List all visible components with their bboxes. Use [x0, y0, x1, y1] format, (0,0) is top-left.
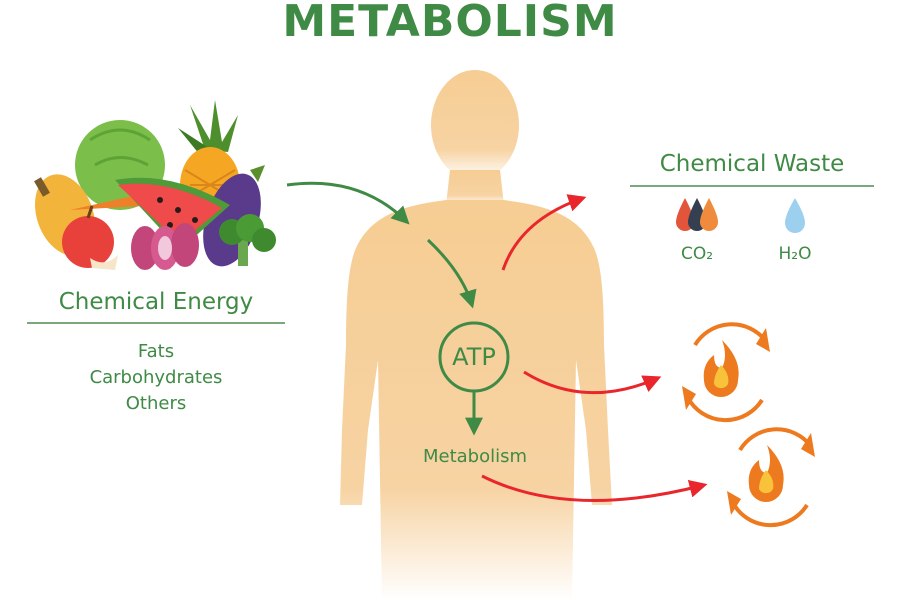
flame-drops-icon — [676, 198, 718, 231]
chemical-waste-heading: Chemical Waste — [659, 151, 845, 177]
water-drop-icon — [785, 198, 805, 233]
energy-item-fats: Fats — [137, 341, 175, 362]
body-to-atp-arrow — [426, 238, 477, 309]
food-to-body-arrow — [286, 181, 410, 225]
h2o-label: H₂O — [778, 244, 812, 264]
atp-to-heat-arrow-1 — [523, 370, 662, 395]
body-silhouette — [340, 70, 612, 600]
page-title: METABOLISM — [282, 0, 618, 47]
atp-circle — [438, 321, 510, 393]
chemical-waste-divider — [630, 185, 874, 187]
atp-label: ATP — [452, 343, 496, 371]
metabolism-to-heat-arrow-2 — [481, 474, 708, 503]
fire-cycle-icon-2 — [727, 427, 815, 528]
co2-label: CO₂ — [680, 244, 714, 264]
fruits-vegetables-illustration — [34, 100, 276, 270]
energy-item-carbohydrates: Carbohydrates — [89, 367, 223, 388]
energy-item-others: Others — [125, 393, 187, 414]
chemical-energy-divider — [27, 322, 285, 324]
metabolism-label: Metabolism — [422, 446, 528, 467]
fire-cycle-icon-1 — [682, 322, 770, 423]
to-waste-arrow — [501, 194, 587, 271]
chemical-energy-heading: Chemical Energy — [58, 289, 254, 315]
energy-sources-list: Fats Carbohydrates Others — [27, 339, 285, 417]
